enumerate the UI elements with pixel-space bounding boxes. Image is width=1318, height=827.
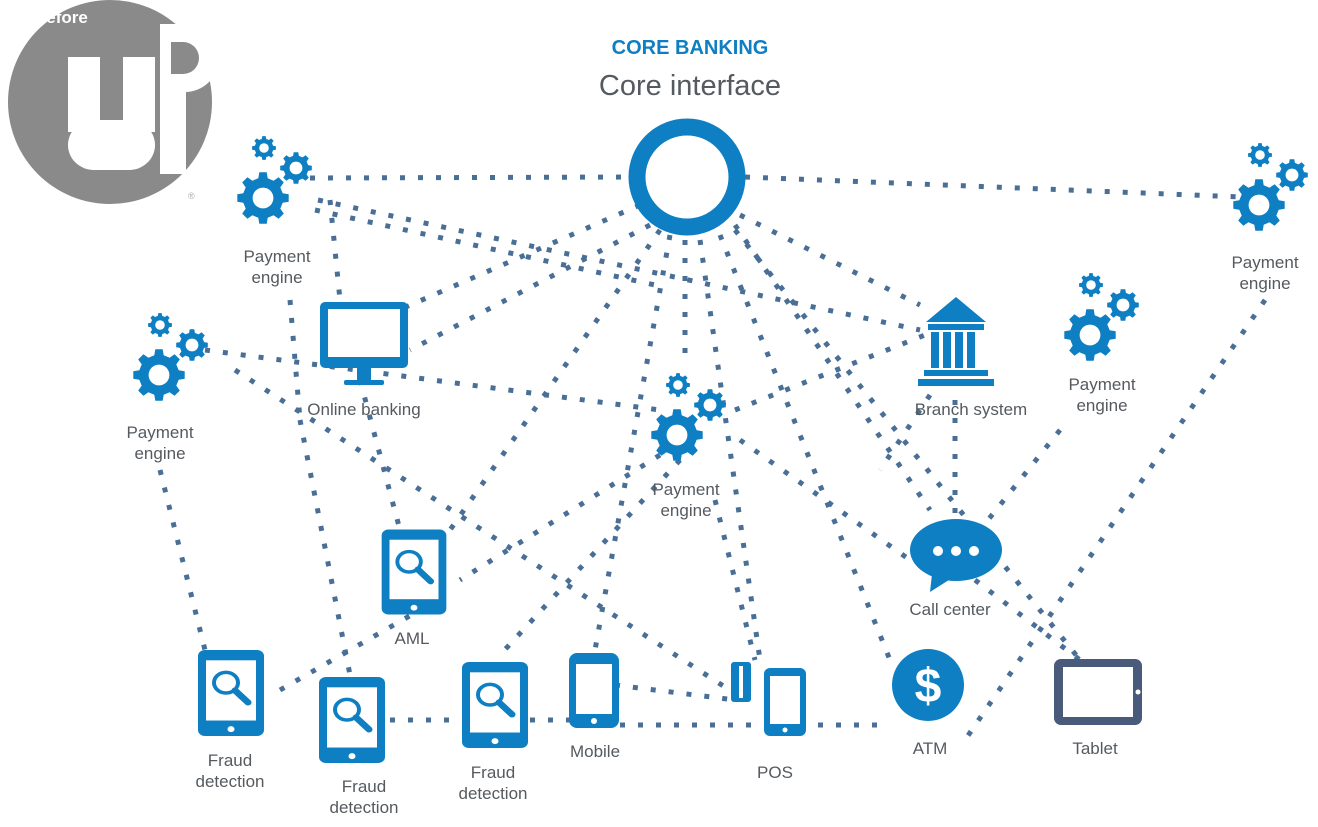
fraud-tablet-search-icon-1 bbox=[198, 650, 264, 736]
tablet-label: Tablet bbox=[1072, 739, 1118, 758]
connection-lines bbox=[157, 174, 1268, 742]
gear-icon bbox=[176, 329, 208, 361]
fraud-tablet-search-icon-3 bbox=[462, 662, 528, 748]
gear-icon bbox=[1248, 143, 1272, 167]
chat-bubble-icon bbox=[910, 519, 1002, 592]
dollar-circle-icon: $ bbox=[892, 649, 964, 721]
gear-icon bbox=[1064, 309, 1116, 361]
pos-label: POS bbox=[757, 763, 793, 782]
bank-building-icon bbox=[918, 297, 994, 386]
gear-icon bbox=[252, 136, 276, 160]
gear-icon bbox=[237, 172, 289, 224]
aml-label: AML bbox=[394, 629, 430, 648]
diagram-subtitle: Core interface bbox=[598, 70, 782, 102]
logo-word: Before bbox=[34, 8, 88, 27]
gear-icon bbox=[148, 313, 172, 337]
gear-icon bbox=[133, 349, 185, 401]
diagram-title: CORE BANKING bbox=[611, 37, 769, 59]
svg-text:$: $ bbox=[915, 660, 942, 713]
call-center-label: Call center bbox=[909, 600, 991, 619]
gear-icon bbox=[1079, 273, 1103, 297]
gear-icon bbox=[694, 389, 726, 421]
gear-icon bbox=[666, 373, 690, 397]
phone-icon bbox=[569, 653, 619, 728]
gear-icon bbox=[651, 409, 703, 461]
online-banking-label: Online banking bbox=[307, 400, 421, 419]
payment-engine-gears bbox=[133, 136, 1308, 461]
branch-system-label: Branch system bbox=[914, 400, 1028, 419]
gear-icon bbox=[1107, 289, 1139, 321]
gear-icon bbox=[1233, 179, 1285, 231]
aml-tablet-search-icon bbox=[382, 530, 447, 615]
beforeup-logo bbox=[8, 0, 219, 204]
fraud-tablet-search-icon-2 bbox=[319, 677, 385, 763]
registered-mark: ® bbox=[188, 191, 195, 201]
mobile-label: Mobile bbox=[569, 742, 621, 761]
tablet-icon bbox=[1054, 659, 1142, 725]
gear-icon bbox=[1276, 159, 1308, 191]
atm-label: ATM bbox=[912, 739, 948, 758]
pos-terminal-icon bbox=[731, 662, 806, 736]
core-interface-ring-icon bbox=[628, 118, 746, 236]
monitor-icon bbox=[320, 302, 408, 385]
gear-icon bbox=[280, 152, 312, 184]
